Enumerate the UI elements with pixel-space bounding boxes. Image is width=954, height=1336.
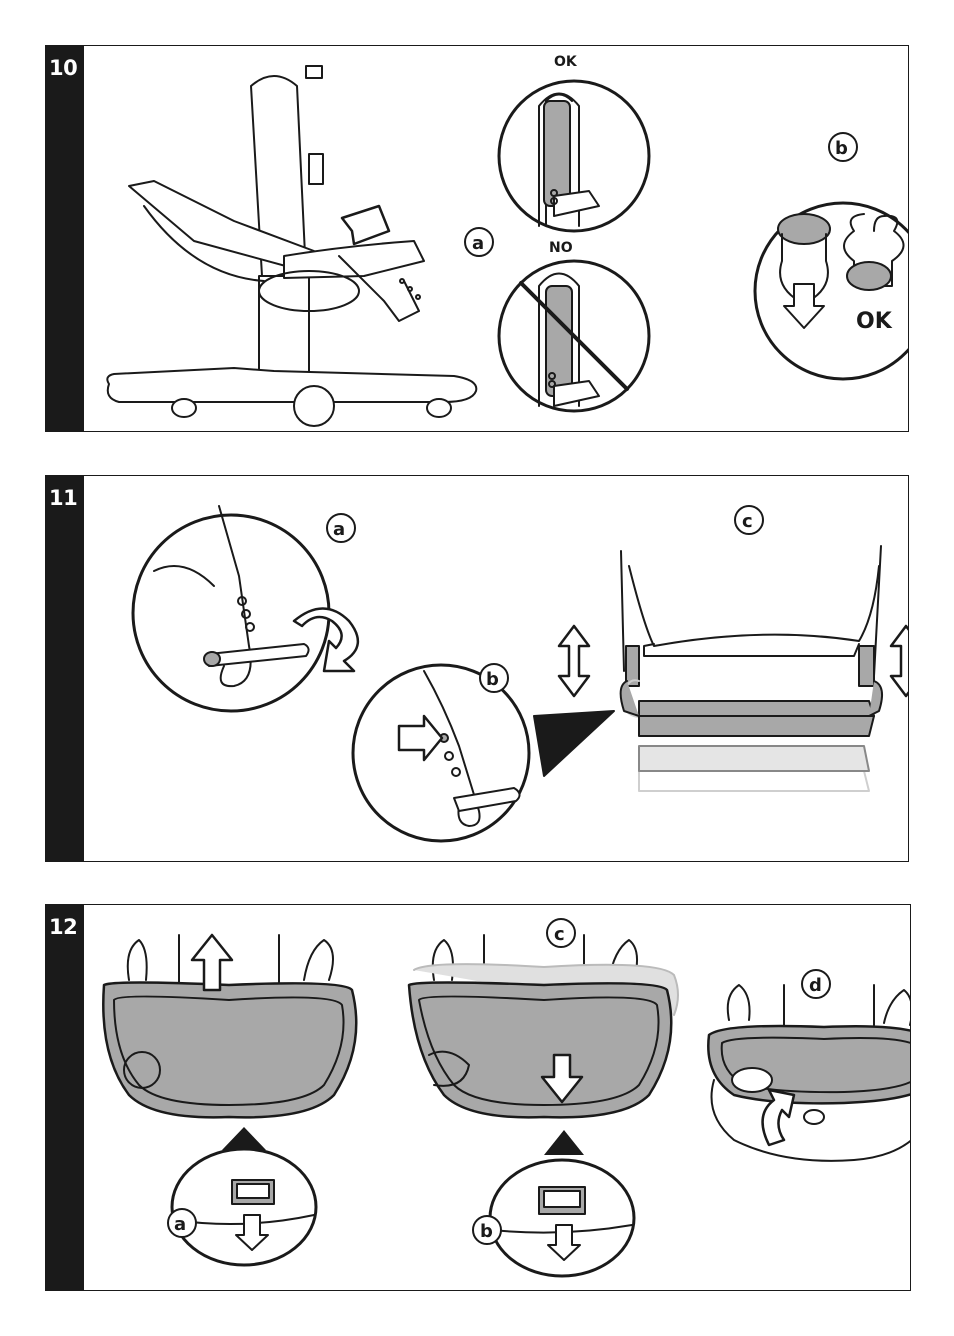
step-10-panel: 10 xyxy=(45,45,909,432)
label-a: a xyxy=(333,519,345,540)
step-number-bar: 11 xyxy=(46,476,84,861)
detail-a-circle xyxy=(172,1149,316,1265)
label-b: b xyxy=(480,1221,493,1242)
tray-flip-view xyxy=(708,985,910,1161)
high-chair-side-view xyxy=(107,66,476,426)
tray-slide-view xyxy=(409,935,678,1117)
double-arrow-icon xyxy=(559,626,589,696)
step-11-illustration: a b c xyxy=(84,476,908,860)
step-number: 11 xyxy=(49,486,77,510)
step-11-panel: 11 a xyxy=(45,475,909,862)
step-number: 10 xyxy=(49,56,77,80)
label-b: b xyxy=(835,138,848,159)
arrow-icon xyxy=(192,935,232,990)
double-arrow-icon xyxy=(891,626,908,696)
label-c: c xyxy=(742,511,753,532)
label-a: a xyxy=(174,1214,186,1235)
step-12-illustration: a c b xyxy=(84,905,910,1289)
seat-footrest-view xyxy=(559,546,908,791)
step-number: 12 xyxy=(49,915,77,939)
detail-a-circle xyxy=(133,506,358,711)
tray-remove-view xyxy=(103,935,356,1117)
label-a: a xyxy=(472,233,484,254)
step-10-illustration: OK NO a b xyxy=(84,46,908,430)
detail-b-circle xyxy=(490,1160,634,1276)
detail-ok-circle xyxy=(499,81,649,231)
label-d: d xyxy=(809,975,822,996)
no-label: NO xyxy=(549,240,573,256)
ok-b-label: OK xyxy=(856,309,893,334)
label-b: b xyxy=(486,669,499,690)
label-c: c xyxy=(554,924,565,945)
step-number-bar: 10 xyxy=(46,46,84,431)
detail-no-circle xyxy=(499,261,649,411)
detail-b-circle xyxy=(755,203,908,379)
step-number-bar: 12 xyxy=(46,905,84,1290)
step-12-panel: 12 a xyxy=(45,904,911,1291)
ok-label: OK xyxy=(554,54,578,70)
